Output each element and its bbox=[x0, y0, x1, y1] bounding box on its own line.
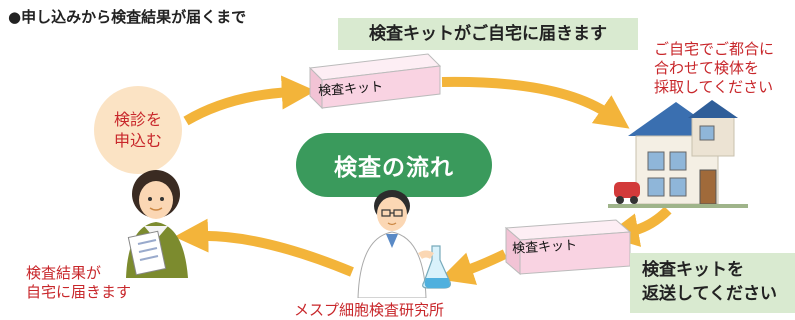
arrow-kit-to-lab bbox=[439, 249, 508, 285]
request-exam-circle: 検診を 申込む bbox=[94, 86, 182, 174]
return-kit-line-2: 返送してください bbox=[642, 284, 777, 304]
kit-box-top bbox=[308, 53, 442, 110]
result-line-2: 自宅に届きます bbox=[26, 283, 132, 301]
arrow-lab-to-person bbox=[174, 218, 354, 277]
arrow-kit-to-home bbox=[441, 76, 630, 129]
patient-illustration bbox=[126, 170, 188, 278]
arrow-home-to-kit bbox=[604, 206, 672, 247]
researcher-illustration bbox=[357, 190, 451, 298]
flow-title-oval: 検査の流れ bbox=[296, 133, 492, 197]
collect-line-1: ご自宅でご都合に bbox=[654, 40, 775, 58]
collect-line-2: 合わせて検体を bbox=[654, 59, 760, 77]
arrow-request-to-kit bbox=[183, 75, 316, 126]
result-line-1: 検査結果が bbox=[26, 264, 102, 282]
banner-kit-arrives: 検査キットがご自宅に届きます bbox=[338, 18, 638, 50]
collect-line-3: 採取してください bbox=[654, 78, 774, 96]
banner-return-kit: 検査キットを 返送してください bbox=[630, 253, 795, 313]
request-line-2: 申込む bbox=[113, 131, 162, 150]
return-kit-line-1: 検査キットを bbox=[642, 260, 744, 280]
lab-name: メスプ細胞検査研究所 bbox=[294, 301, 445, 319]
house-illustration bbox=[608, 100, 748, 208]
kit-box-bottom bbox=[504, 219, 632, 276]
request-line-1: 検診を bbox=[113, 110, 162, 129]
kit-box-bottom-label: 検査キット bbox=[511, 238, 578, 257]
page-heading: ●申し込みから検査結果が届くまで bbox=[8, 8, 247, 26]
